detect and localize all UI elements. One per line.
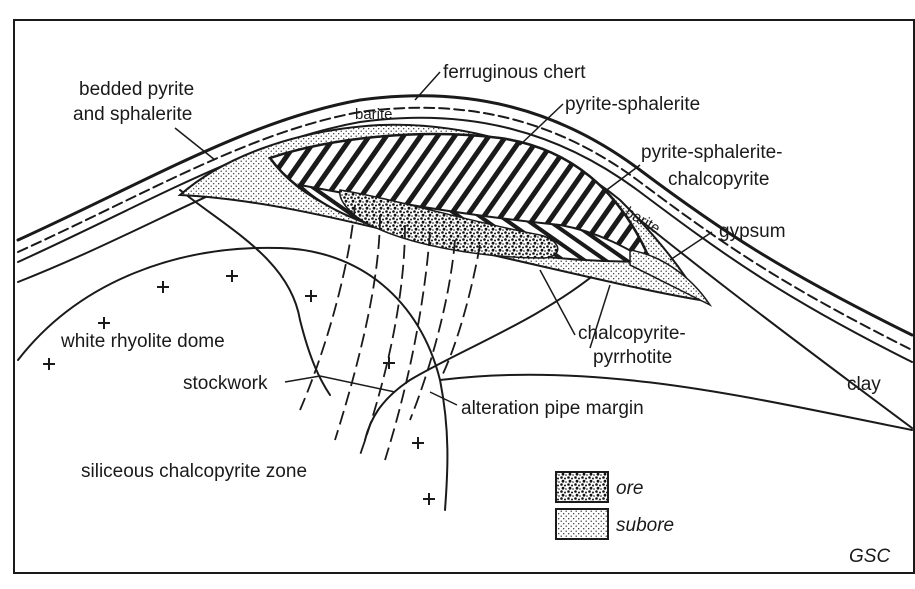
legend-ore-swatch (556, 472, 608, 502)
credit-gsc: GSC (849, 546, 890, 567)
label-clay: clay (847, 374, 881, 395)
legend: ore subore (556, 472, 674, 539)
label-bedded-pyrite-line2: and sphalerite (73, 104, 192, 125)
legend-subore-label: subore (616, 515, 674, 536)
label-stockwork: stockwork (183, 373, 268, 394)
label-white-rhyolite-dome: white rhyolite dome (60, 331, 225, 352)
label-pyrite-sphalerite-chalcopyrite-line1: pyrite-sphalerite- (641, 142, 783, 163)
label-chalcopyrite-pyrrhotite-line1: chalcopyrite- (578, 323, 686, 344)
label-siliceous-chalcopyrite-zone: siliceous chalcopyrite zone (81, 461, 307, 482)
legend-subore-swatch (556, 509, 608, 539)
label-pyrite-sphalerite-chalcopyrite-line2: chalcopyrite (668, 169, 769, 190)
label-bedded-pyrite-line1: bedded pyrite (79, 79, 194, 100)
label-gypsum: gypsum (719, 221, 786, 242)
frame-border (14, 20, 914, 573)
label-chalcopyrite-pyrrhotite-line2: pyrrhotite (593, 347, 672, 368)
label-pyrite-sphalerite: pyrite-sphalerite (565, 94, 700, 115)
label-barite-top: barite (355, 106, 393, 123)
legend-ore-label: ore (616, 478, 643, 499)
label-alteration-pipe-margin: alteration pipe margin (461, 398, 644, 419)
label-ferruginous-chert: ferruginous chert (443, 62, 586, 83)
